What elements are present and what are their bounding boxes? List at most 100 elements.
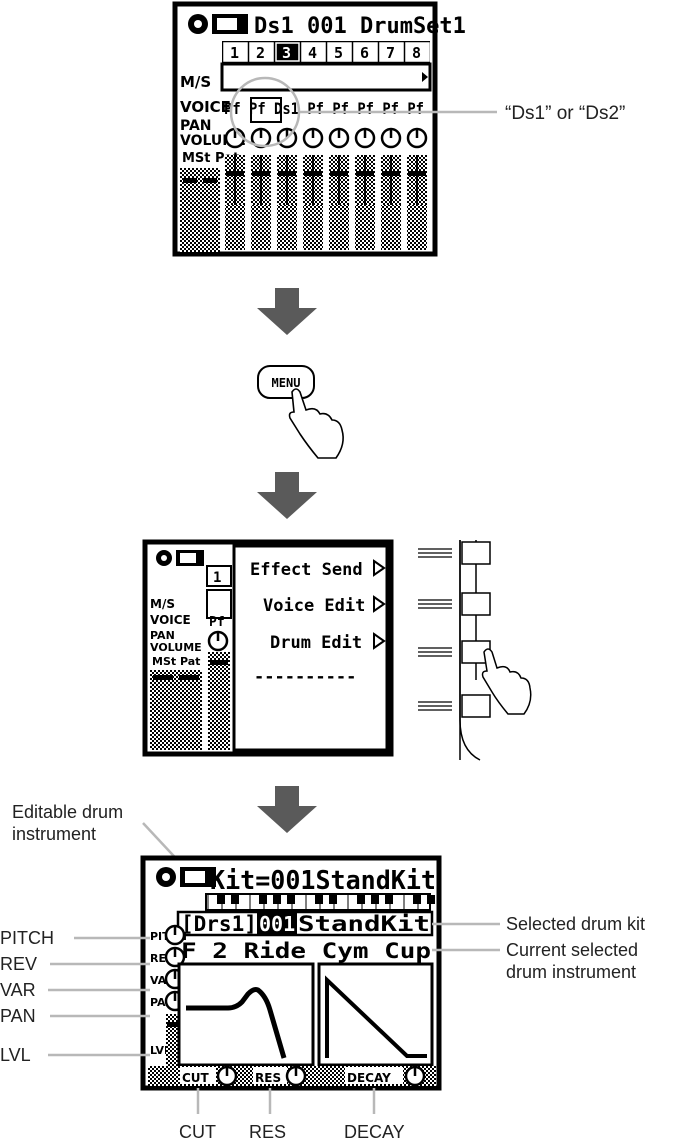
right-arrow-icon	[422, 72, 428, 82]
label-mst-pat: MSt Pat	[152, 655, 200, 668]
menu-popup	[232, 544, 389, 752]
label-voice: VOICE	[150, 613, 191, 627]
part-1-cell	[206, 565, 232, 587]
ds-callout-text: “Ds1” or “Ds2”	[505, 103, 625, 124]
filter-graph	[177, 962, 315, 1067]
down-arrow-2	[257, 472, 317, 519]
screen-3-header: Kit=001StandKit	[210, 866, 436, 896]
label-volume: VOLUME	[150, 641, 202, 654]
editable-callout-line1: Editable drum	[12, 802, 123, 822]
menu-item-effect-send[interactable]: Effect Send	[250, 560, 363, 580]
kit-name: StandKit	[298, 912, 430, 936]
volume-fader[interactable]	[406, 154, 428, 206]
part-3-box[interactable]	[275, 42, 300, 62]
down-arrow-3	[257, 786, 317, 833]
menu-item-drum-edit[interactable]: Drum Edit	[270, 633, 362, 653]
callout-decay: DECAY	[344, 1122, 405, 1142]
label-pan: PAN	[150, 629, 175, 642]
voice-cell: Pf	[209, 615, 225, 630]
callout-current-instrument-2: drum instrument	[506, 962, 636, 982]
volume-fader[interactable]	[224, 154, 246, 206]
screen-2: 1 M/S VOICE PAN VOLUME MSt Pat Pf Effect…	[142, 539, 394, 757]
label-ms: M/S	[180, 73, 211, 91]
pan-knob[interactable]	[328, 127, 350, 149]
label-pan: PAN	[180, 118, 212, 134]
pan-knob[interactable]	[406, 127, 428, 149]
side-button-4[interactable]	[461, 694, 491, 718]
screen-3: Kit=001StandKit [Drs1] 001 StandKit F 2 …	[140, 855, 442, 1091]
callout-rev: REV	[0, 954, 37, 974]
callout-pitch: PITCH	[0, 928, 54, 948]
hand-icon	[288, 388, 344, 459]
callout-pan: PAN	[0, 1006, 36, 1026]
part-5-box[interactable]	[327, 42, 352, 62]
keyboard-indicator	[205, 893, 435, 911]
callout-var: VAR	[0, 980, 36, 1000]
part-1-label: 1	[230, 44, 239, 62]
decay-curve	[325, 975, 427, 1058]
kit-number: 001	[259, 912, 295, 936]
knob-label-lvl: LVL	[150, 1044, 171, 1057]
part-6-box[interactable]	[353, 42, 378, 62]
side-buttons-panel	[418, 540, 532, 761]
pan-knob[interactable]	[380, 127, 402, 149]
part-5-label: 5	[334, 44, 343, 62]
menu-item-blank: ----------	[254, 667, 356, 687]
right-callouts: Selected drum kit Current selected drum …	[432, 914, 645, 982]
callout-res: RES	[249, 1122, 286, 1142]
instrument-row: F 2 Ride Cym Cup	[181, 939, 431, 963]
side-button-1[interactable]	[461, 541, 491, 565]
voice-row: Pf Pf Ds1 Pf Pf Pf Pf Pf	[224, 99, 424, 118]
kit-bank: [Drs1]	[181, 912, 257, 936]
pan-knob[interactable]	[302, 127, 324, 149]
filter-curve	[186, 987, 287, 1059]
part-2-label: 2	[256, 44, 265, 62]
menu-button[interactable]	[257, 365, 315, 399]
part-6-label: 6	[360, 44, 369, 62]
editable-callout-line2: instrument	[12, 824, 96, 844]
part-7-box[interactable]	[379, 42, 404, 62]
menu-button-illustration[interactable]: MENU	[257, 365, 344, 459]
callout-cut: CUT	[179, 1122, 216, 1142]
down-arrow-1	[257, 288, 317, 335]
side-button-2[interactable]	[461, 592, 491, 616]
pan-knob[interactable]	[354, 127, 376, 149]
decay-graph	[317, 962, 434, 1067]
bottom-label-res: RES	[255, 1071, 281, 1085]
part-1-box[interactable]	[223, 42, 248, 62]
volume-fader[interactable]	[302, 154, 324, 206]
ds1-cell	[250, 97, 282, 123]
bottom-label-decay: DECAY	[347, 1071, 391, 1085]
volume-fader[interactable]	[276, 154, 298, 206]
triangle-icon	[373, 595, 386, 613]
label-voice: VOICE	[180, 98, 231, 116]
left-callouts: PITCH REV VAR PAN LVL	[0, 928, 150, 1065]
part-3-label: 3	[282, 44, 291, 62]
label-ms: M/S	[150, 597, 175, 611]
bottom-callouts: CUT RES DECAY	[179, 1088, 405, 1142]
triangle-icon	[373, 632, 386, 650]
screen-1-header: Ds1 001 DrumSet1	[254, 14, 466, 39]
volume-fader[interactable]	[380, 154, 402, 206]
kit-number-cell[interactable]	[257, 913, 297, 934]
ms-row	[220, 62, 432, 92]
menu-item-voice-edit[interactable]: Voice Edit	[263, 596, 365, 616]
bottom-label-cut: CUT	[182, 1071, 210, 1085]
part-4-box[interactable]	[301, 42, 326, 62]
part-7-label: 7	[386, 44, 395, 62]
callout-selected-kit: Selected drum kit	[506, 914, 645, 934]
part-2-box[interactable]	[249, 42, 274, 62]
hand-icon	[481, 648, 532, 715]
part-8-box[interactable]	[405, 42, 430, 62]
label-mst-pat: MSt Pat	[182, 151, 239, 166]
volume-fader[interactable]	[354, 154, 376, 206]
part-8-label: 8	[412, 44, 421, 62]
part-1-label: 1	[213, 570, 221, 586]
callout-current-instrument-1: Current selected	[506, 940, 638, 960]
volume-fader[interactable]	[250, 154, 272, 206]
menu-button-label: MENU	[272, 376, 301, 390]
volume-fader[interactable]	[328, 154, 350, 206]
